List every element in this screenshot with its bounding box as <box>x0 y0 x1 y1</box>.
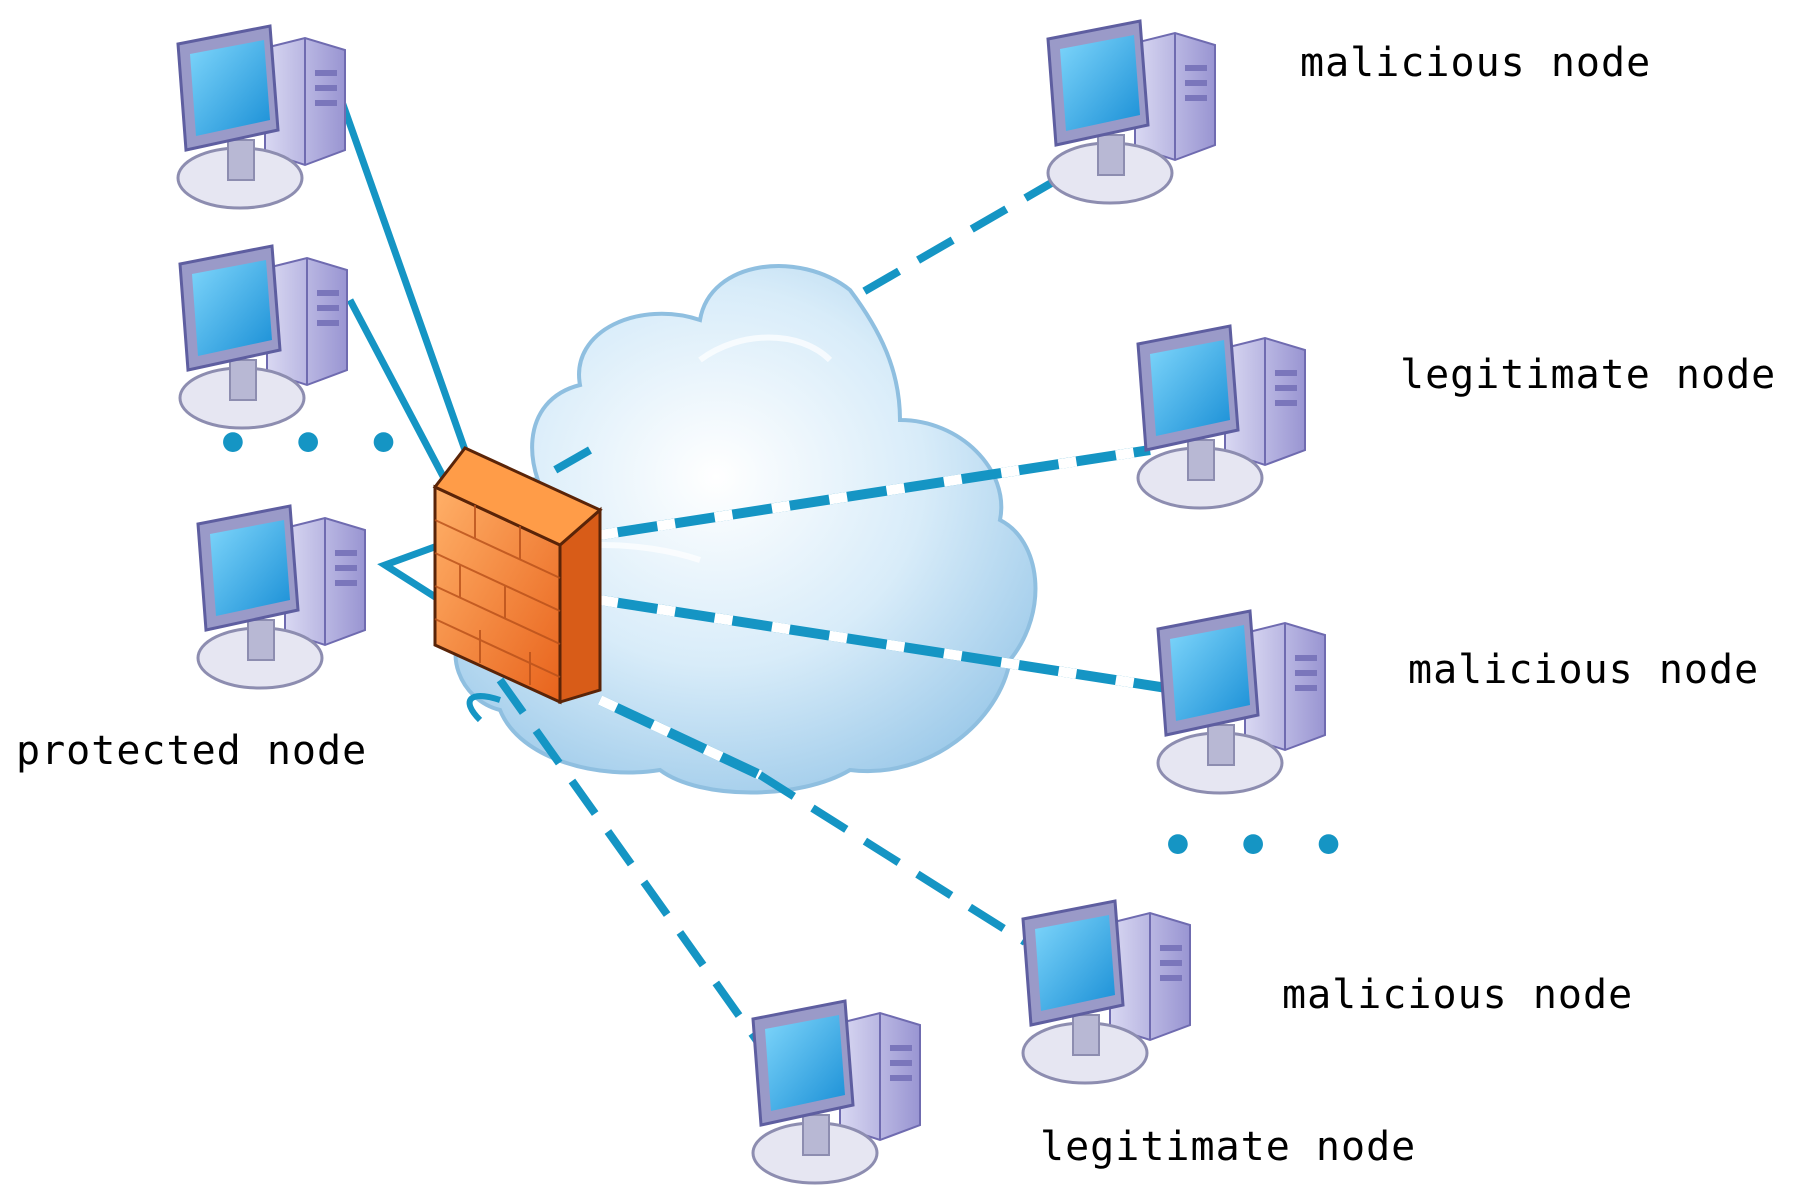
firewall-icon <box>432 446 603 705</box>
remote-computer-4 <box>1021 899 1192 1085</box>
protected-computer-3 <box>196 504 367 690</box>
right-ellipsis: • • • <box>1160 814 1357 879</box>
label-legitimate-node-1: legitimate node <box>1400 352 1777 398</box>
remote-computer-5 <box>751 999 922 1185</box>
remote-computer-1 <box>1046 19 1217 205</box>
protected-computer-1 <box>176 24 347 210</box>
label-malicious-node-2: malicious node <box>1408 647 1760 693</box>
protected-computer-2 <box>178 244 349 430</box>
remote-computer-2 <box>1136 324 1307 510</box>
left-ellipsis: • • • <box>215 412 412 477</box>
links-front <box>336 94 1181 1048</box>
label-protected-node: protected node <box>16 728 368 774</box>
label-legitimate-node-2: legitimate node <box>1040 1124 1417 1170</box>
label-malicious-node-1: malicious node <box>1300 40 1652 86</box>
remote-computer-3 <box>1156 609 1327 795</box>
label-malicious-node-3: malicious node <box>1282 972 1634 1018</box>
